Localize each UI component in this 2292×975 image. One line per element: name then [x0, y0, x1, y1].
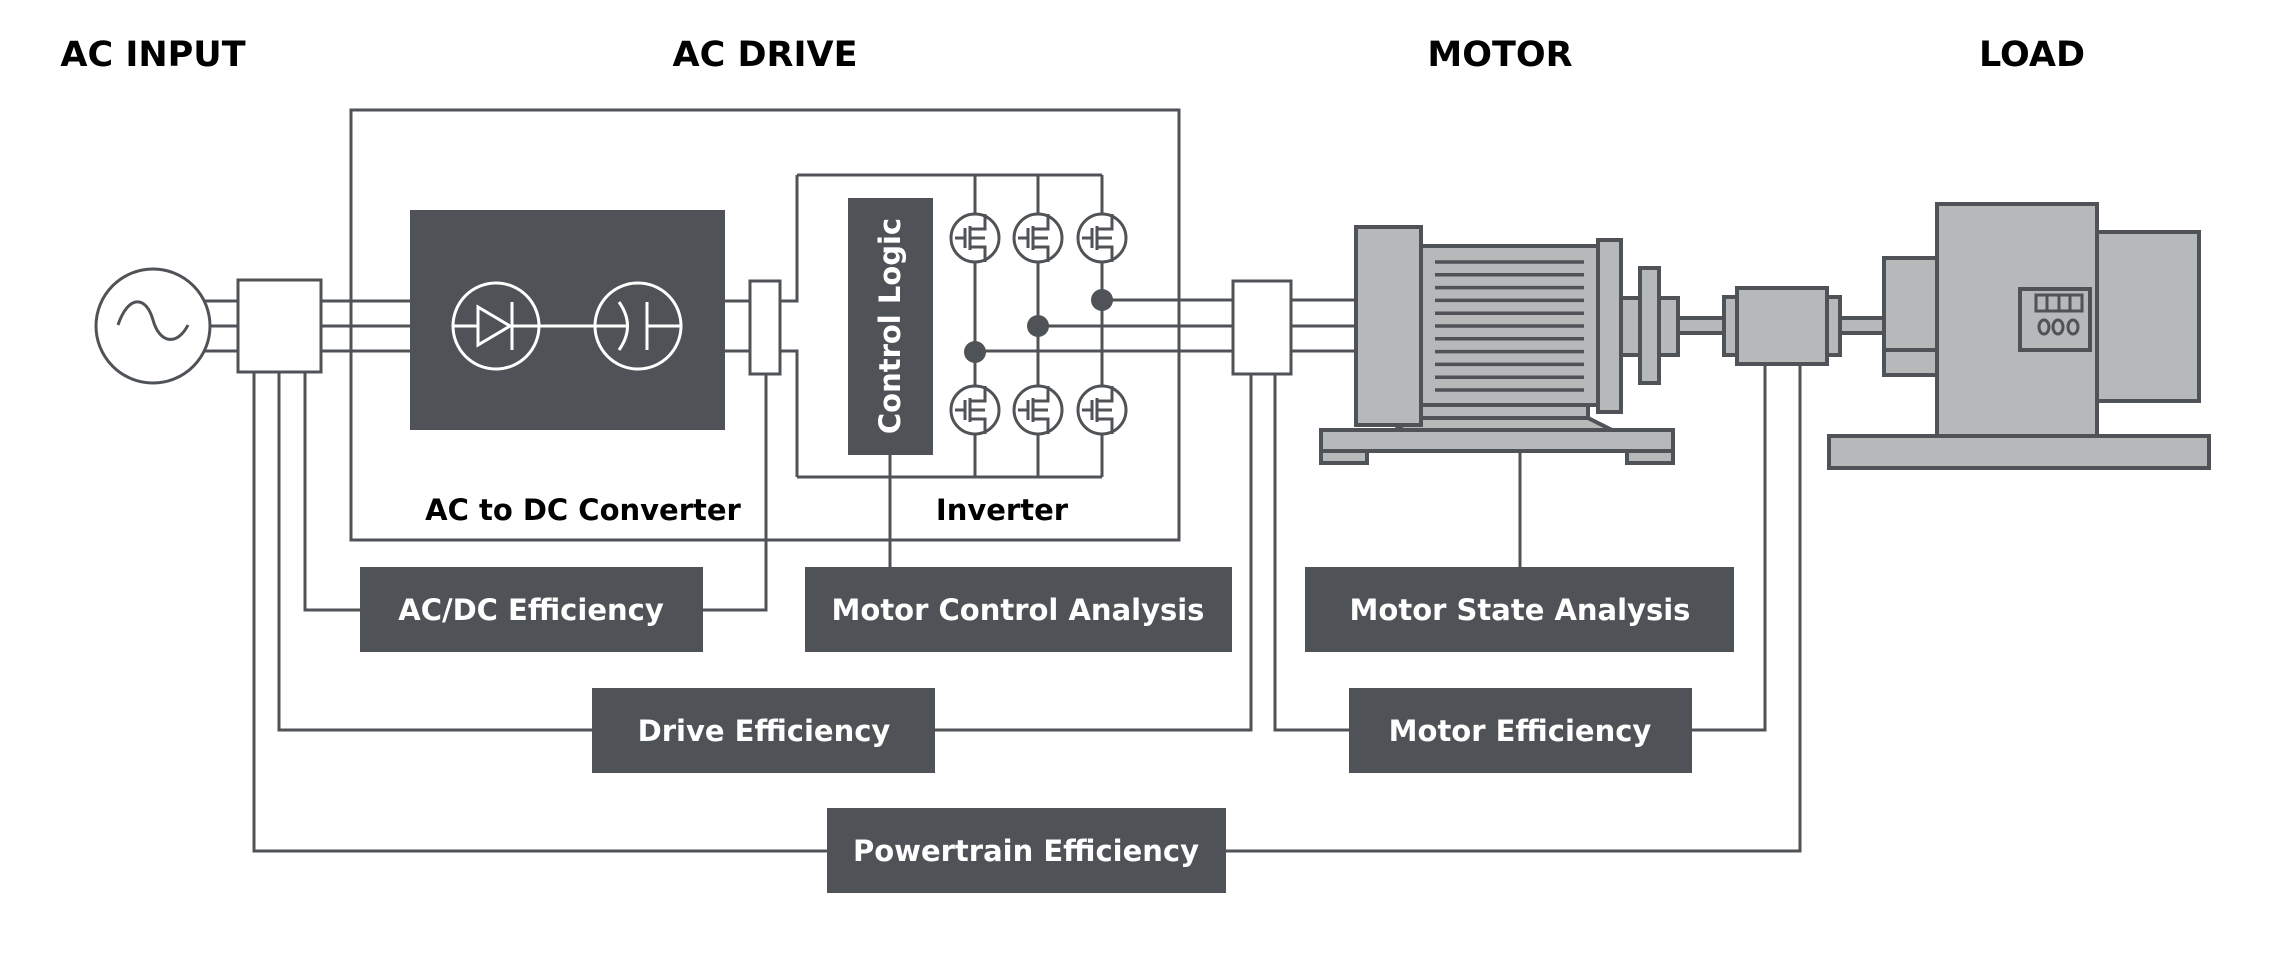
motor-input-power-sensor: [1231, 279, 1293, 376]
acdc-efficiency-box: AC/DC Efficiency: [360, 567, 703, 652]
wire-acdc-in: [303, 372, 360, 612]
dc-bus-sensor: [748, 279, 782, 376]
torque-sensor-icon: [1722, 286, 1842, 366]
capacitor-icon: [593, 281, 683, 371]
inverter-leg: [1012, 175, 1064, 477]
electric-motor-icon: [1319, 225, 1680, 465]
control-logic-block: [848, 198, 933, 455]
dc-link-lines: [725, 175, 799, 477]
mosfet-icon: [949, 384, 1001, 436]
ac-input-phase-lines: [205, 299, 238, 353]
input-power-sensor: [236, 278, 323, 374]
motor-control-analysis-box: Motor Control Analysis: [805, 567, 1232, 652]
acdc-efficiency-label: AC/DC Efficiency: [398, 593, 664, 627]
dynamometer-load-icon: [1827, 202, 2211, 470]
inverter-leg: [949, 175, 1001, 477]
wire-powertrain-out: [1226, 364, 1802, 853]
mosfet-icon: [1076, 212, 1128, 264]
header-motor: MOTOR: [1427, 35, 1572, 75]
powertrain-efficiency-label: Powertrain Efficiency: [853, 834, 1199, 868]
motor-control-analysis-label: Motor Control Analysis: [832, 593, 1205, 627]
wire-drive-in: [277, 372, 592, 732]
motor-efficiency-box: Motor Efficiency: [1349, 688, 1692, 773]
wire-drive-out: [935, 374, 1253, 732]
drive-efficiency-box: Drive Efficiency: [592, 688, 935, 773]
wire-motor-eff-in: [1273, 374, 1349, 732]
motor-efficiency-label: Motor Efficiency: [1389, 714, 1652, 748]
inverter-leg: [1076, 175, 1128, 477]
converter-label: AC to DC Converter: [425, 493, 741, 527]
motor-shaft: [1676, 316, 1726, 335]
wire-motor-eff-out: [1691, 364, 1767, 732]
wire-powertrain-in: [252, 372, 827, 853]
header-ac-drive: AC DRIVE: [673, 35, 858, 75]
drive-efficiency-label: Drive Efficiency: [638, 714, 891, 748]
mosfet-icon: [1012, 212, 1064, 264]
ac-to-dc-converter-block: [410, 210, 725, 430]
powertrain-efficiency-box: Powertrain Efficiency: [827, 808, 1226, 893]
inverter-label: Inverter: [936, 493, 1069, 527]
mosfet-icon: [949, 212, 1001, 264]
mosfet-icon: [1076, 384, 1128, 436]
header-ac-input: AC INPUT: [60, 35, 245, 75]
drive-input-phase-lines: [321, 299, 410, 353]
mosfet-icon: [1012, 384, 1064, 436]
motor-phase-lines: [975, 298, 1357, 353]
inverter-frame: [797, 173, 1102, 479]
motor-state-analysis-label: Motor State Analysis: [1350, 593, 1691, 627]
wire-acdc-out: [703, 374, 768, 612]
header-load: LOAD: [1979, 35, 2085, 75]
load-shaft: [1838, 316, 1886, 335]
measurement-wiring: [252, 364, 1802, 853]
control-logic-label: Control Logic: [873, 218, 907, 434]
motor-state-analysis-box: Motor State Analysis: [1305, 567, 1734, 652]
sine-wave-source-icon: [94, 267, 212, 385]
inverter-legs: [949, 175, 1128, 477]
